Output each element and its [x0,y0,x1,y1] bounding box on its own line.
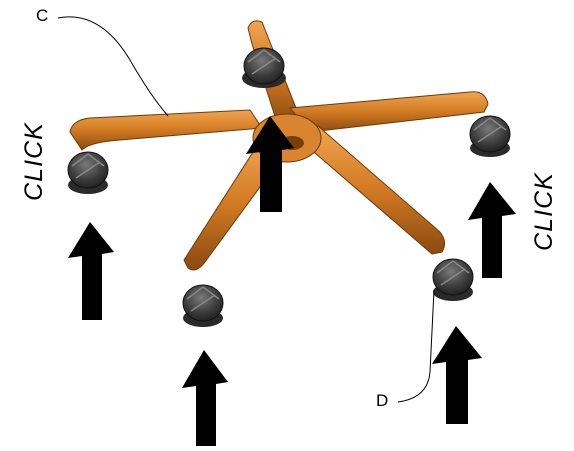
caster-front-left [182,284,224,327]
caster-left [67,151,109,194]
leader-line-c [57,16,169,117]
arrow-up-icon [246,116,294,212]
caster-back [242,47,286,88]
leader-line-d [397,289,435,403]
label-d: D [376,391,389,410]
base-arm-front-right [299,125,446,255]
click-label-left: CLICK [19,122,48,201]
click-label-right: CLICK [529,172,558,251]
caster-right [469,115,511,157]
arrow-up-icon [68,222,114,320]
arrows [68,116,516,446]
label-c: C [36,6,49,25]
arrow-up-icon [182,350,228,446]
base-arm-right [289,91,489,133]
caster-front-right [432,258,474,301]
base-arm-left [69,109,263,151]
chair-base [69,20,489,271]
arrow-up-icon [432,326,482,424]
arrow-up-icon [468,182,516,278]
